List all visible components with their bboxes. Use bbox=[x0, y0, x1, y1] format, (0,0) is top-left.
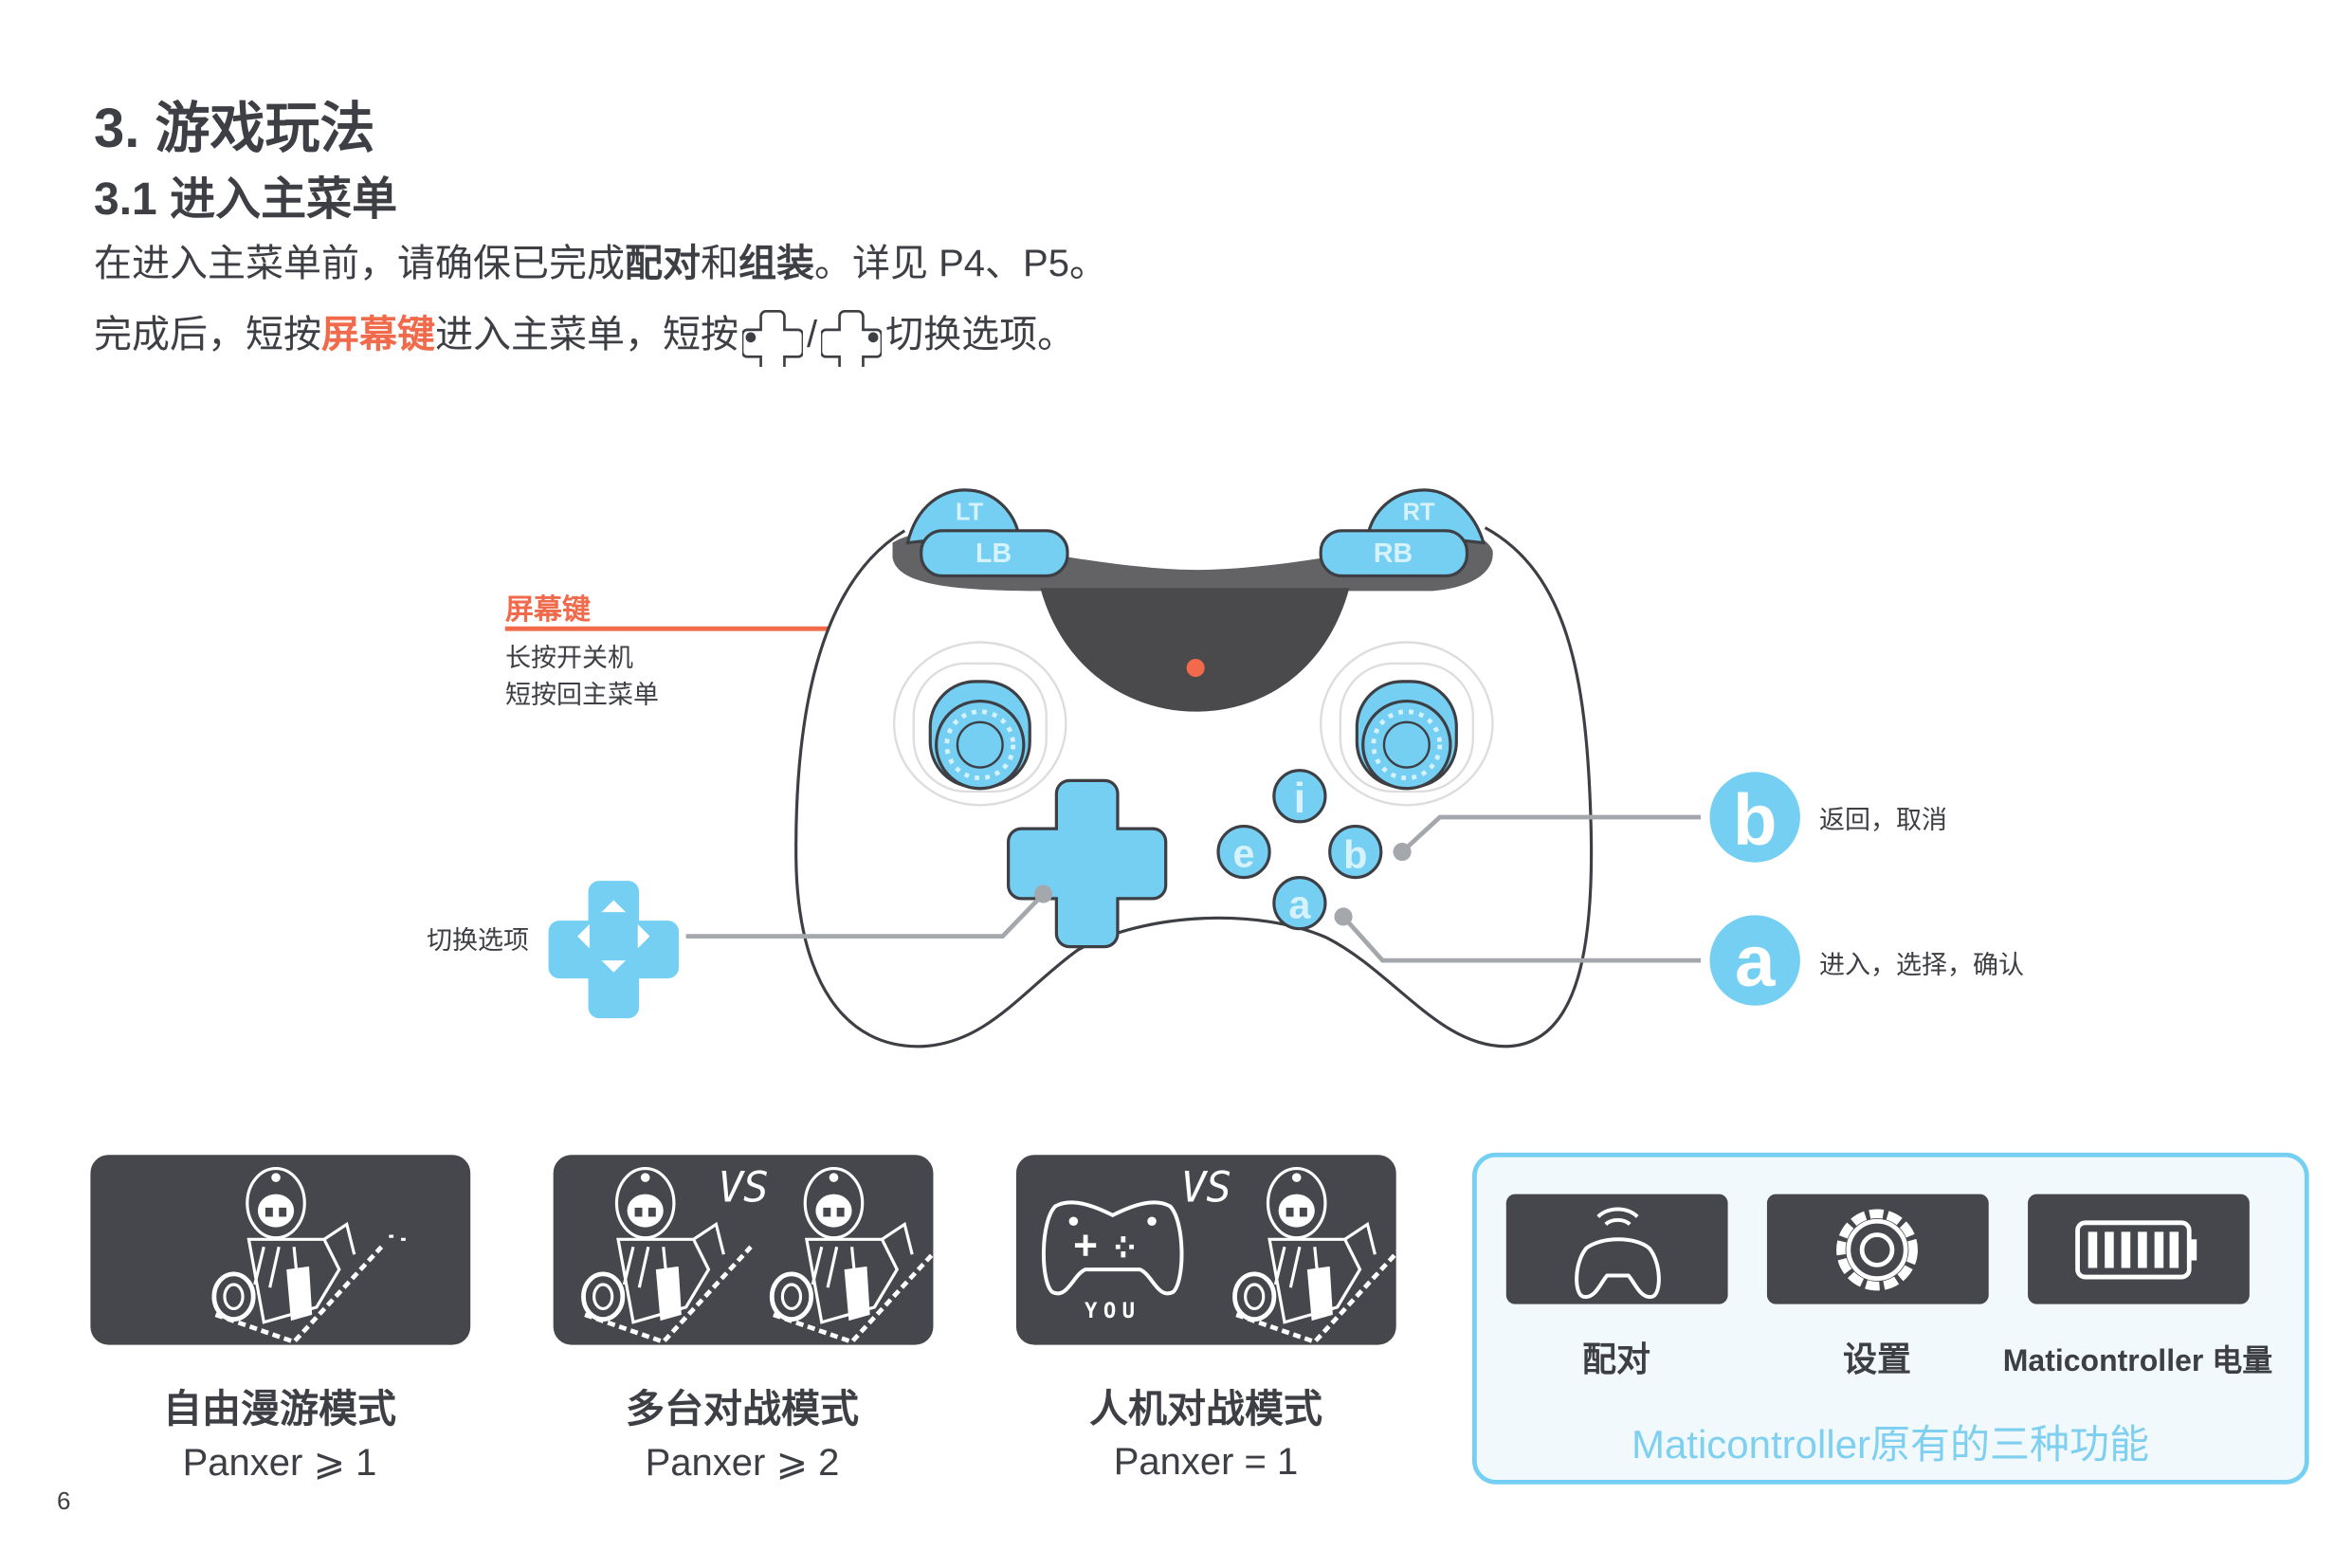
button-i: i bbox=[1272, 769, 1327, 824]
screen-key-label: 屏幕键 bbox=[505, 594, 591, 626]
svg-text:RT: RT bbox=[1403, 500, 1435, 526]
svg-text:a: a bbox=[1735, 921, 1776, 1002]
svg-text:a: a bbox=[1288, 884, 1311, 927]
wireless-gamepad-icon bbox=[1575, 1207, 1661, 1299]
button-e: e bbox=[1216, 824, 1271, 880]
svg-text:e: e bbox=[1233, 831, 1255, 875]
text: 和 bbox=[701, 243, 738, 284]
svg-text:LB: LB bbox=[975, 538, 1012, 569]
mode-requirement: Panxer ⩾ 1 bbox=[182, 1442, 377, 1484]
battery-label: Maticontroller 电量 bbox=[2002, 1343, 2273, 1377]
a-button-icon: a bbox=[1709, 915, 1800, 1006]
settings-tile bbox=[1766, 1194, 1989, 1304]
subsection-title: 3.1 进入主菜单 bbox=[94, 174, 398, 225]
right-stick bbox=[1319, 641, 1494, 807]
text: 。详见 P4、P5。 bbox=[814, 243, 1107, 284]
functions-caption: Maticontroller原有的三种功能 bbox=[1631, 1422, 2150, 1467]
battery-full-icon bbox=[2075, 1220, 2197, 1280]
callout-lines bbox=[685, 814, 1701, 963]
text: 在进入主菜单前，请确保已完成 bbox=[94, 243, 625, 284]
vs-text: VS bbox=[1181, 1163, 1232, 1212]
intro-line-2: 完成后，短按屏幕键进入主菜单，短按 / 切换选项。 bbox=[94, 303, 1076, 368]
a-button-label: 进入，选择，确认 bbox=[1819, 951, 2024, 979]
text: 进入主菜单，短按 bbox=[435, 314, 738, 356]
section-title: 3. 游戏玩法 bbox=[94, 98, 375, 159]
text: 完成后，短按 bbox=[94, 314, 321, 356]
lb-bumper bbox=[920, 529, 1069, 578]
mode-title-ai-battle: 人机对战模式 bbox=[1089, 1387, 1322, 1431]
mode-card-free-roam bbox=[90, 1155, 471, 1345]
svg-text:LT: LT bbox=[956, 500, 984, 526]
mode-title-free-roam: 自由漫游模式 bbox=[163, 1387, 396, 1431]
svg-text:RB: RB bbox=[1374, 538, 1413, 569]
screen-key-desc-2: 短按回主菜单 bbox=[505, 681, 659, 709]
dpad-left-icon bbox=[742, 310, 803, 368]
you-text: YOU bbox=[1085, 1299, 1140, 1323]
mode-card-ai-battle bbox=[1015, 1155, 1402, 1345]
svg-text:b: b bbox=[1733, 780, 1778, 861]
vs-text: VS bbox=[718, 1163, 769, 1212]
separator: / bbox=[807, 314, 818, 356]
pairing-emphasis: 配对 bbox=[625, 243, 701, 284]
dpad-label: 切换选项 bbox=[427, 926, 529, 955]
rb-bumper bbox=[1319, 529, 1469, 578]
mode-title-multi-battle: 多台对战模式 bbox=[626, 1387, 859, 1431]
settings-label: 设置 bbox=[1842, 1340, 1911, 1378]
page-number: 6 bbox=[57, 1486, 71, 1515]
pair-label: 配对 bbox=[1581, 1340, 1650, 1378]
mode-requirement: Panxer = 1 bbox=[1113, 1441, 1299, 1483]
b-button-icon: b bbox=[1709, 772, 1800, 863]
svg-text:b: b bbox=[1343, 833, 1367, 877]
gamepad-illustration: LT LB RT RB i e b a bbox=[794, 488, 1594, 1048]
functions-box bbox=[1472, 1152, 2309, 1485]
left-stick bbox=[892, 641, 1067, 807]
assembly-emphasis: 组装 bbox=[738, 243, 814, 284]
gear-icon bbox=[1836, 1209, 1918, 1291]
screen-key-dot bbox=[1186, 658, 1205, 678]
button-b: b bbox=[1328, 824, 1383, 880]
button-a: a bbox=[1272, 876, 1327, 931]
mode-requirement: Panxer ⩾ 2 bbox=[645, 1442, 840, 1484]
pair-tile bbox=[1505, 1194, 1728, 1304]
screen-key-desc-1: 长按开关机 bbox=[505, 644, 633, 672]
intro-line-1: 在进入主菜单前，请确保已完成配对和组装。详见 P4、P5。 bbox=[94, 232, 1107, 287]
b-button-label: 返回，取消 bbox=[1819, 806, 1947, 834]
text: 切换选项。 bbox=[885, 314, 1076, 356]
mode-card-multi-battle bbox=[553, 1155, 939, 1345]
screen-key-emphasis: 屏幕键 bbox=[321, 314, 435, 356]
svg-text:i: i bbox=[1294, 775, 1305, 822]
dpad-right-icon bbox=[821, 310, 883, 368]
gamepad-icon bbox=[1041, 1200, 1184, 1296]
